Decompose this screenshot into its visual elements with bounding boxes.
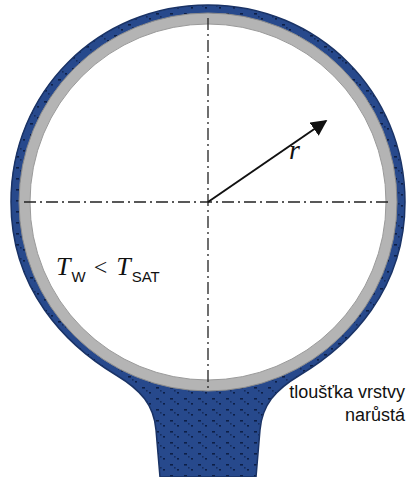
subscript: W [71, 268, 85, 285]
center-line [207, 18, 208, 388]
temperature-symbol: T [116, 252, 130, 282]
radius-arrow [208, 121, 326, 202]
subscript: SAT [132, 268, 160, 285]
annotation-note: tloušťka vrstvy narůstá [283, 381, 405, 426]
comparison-sign: < [94, 254, 108, 281]
condensate-film [11, 5, 405, 477]
radius-symbol: r [289, 134, 300, 166]
tube-wall-outer-edge [19, 13, 397, 391]
temperature-symbol: T [56, 252, 70, 282]
wall-temperature-condition: TW<TSAT [56, 252, 160, 282]
